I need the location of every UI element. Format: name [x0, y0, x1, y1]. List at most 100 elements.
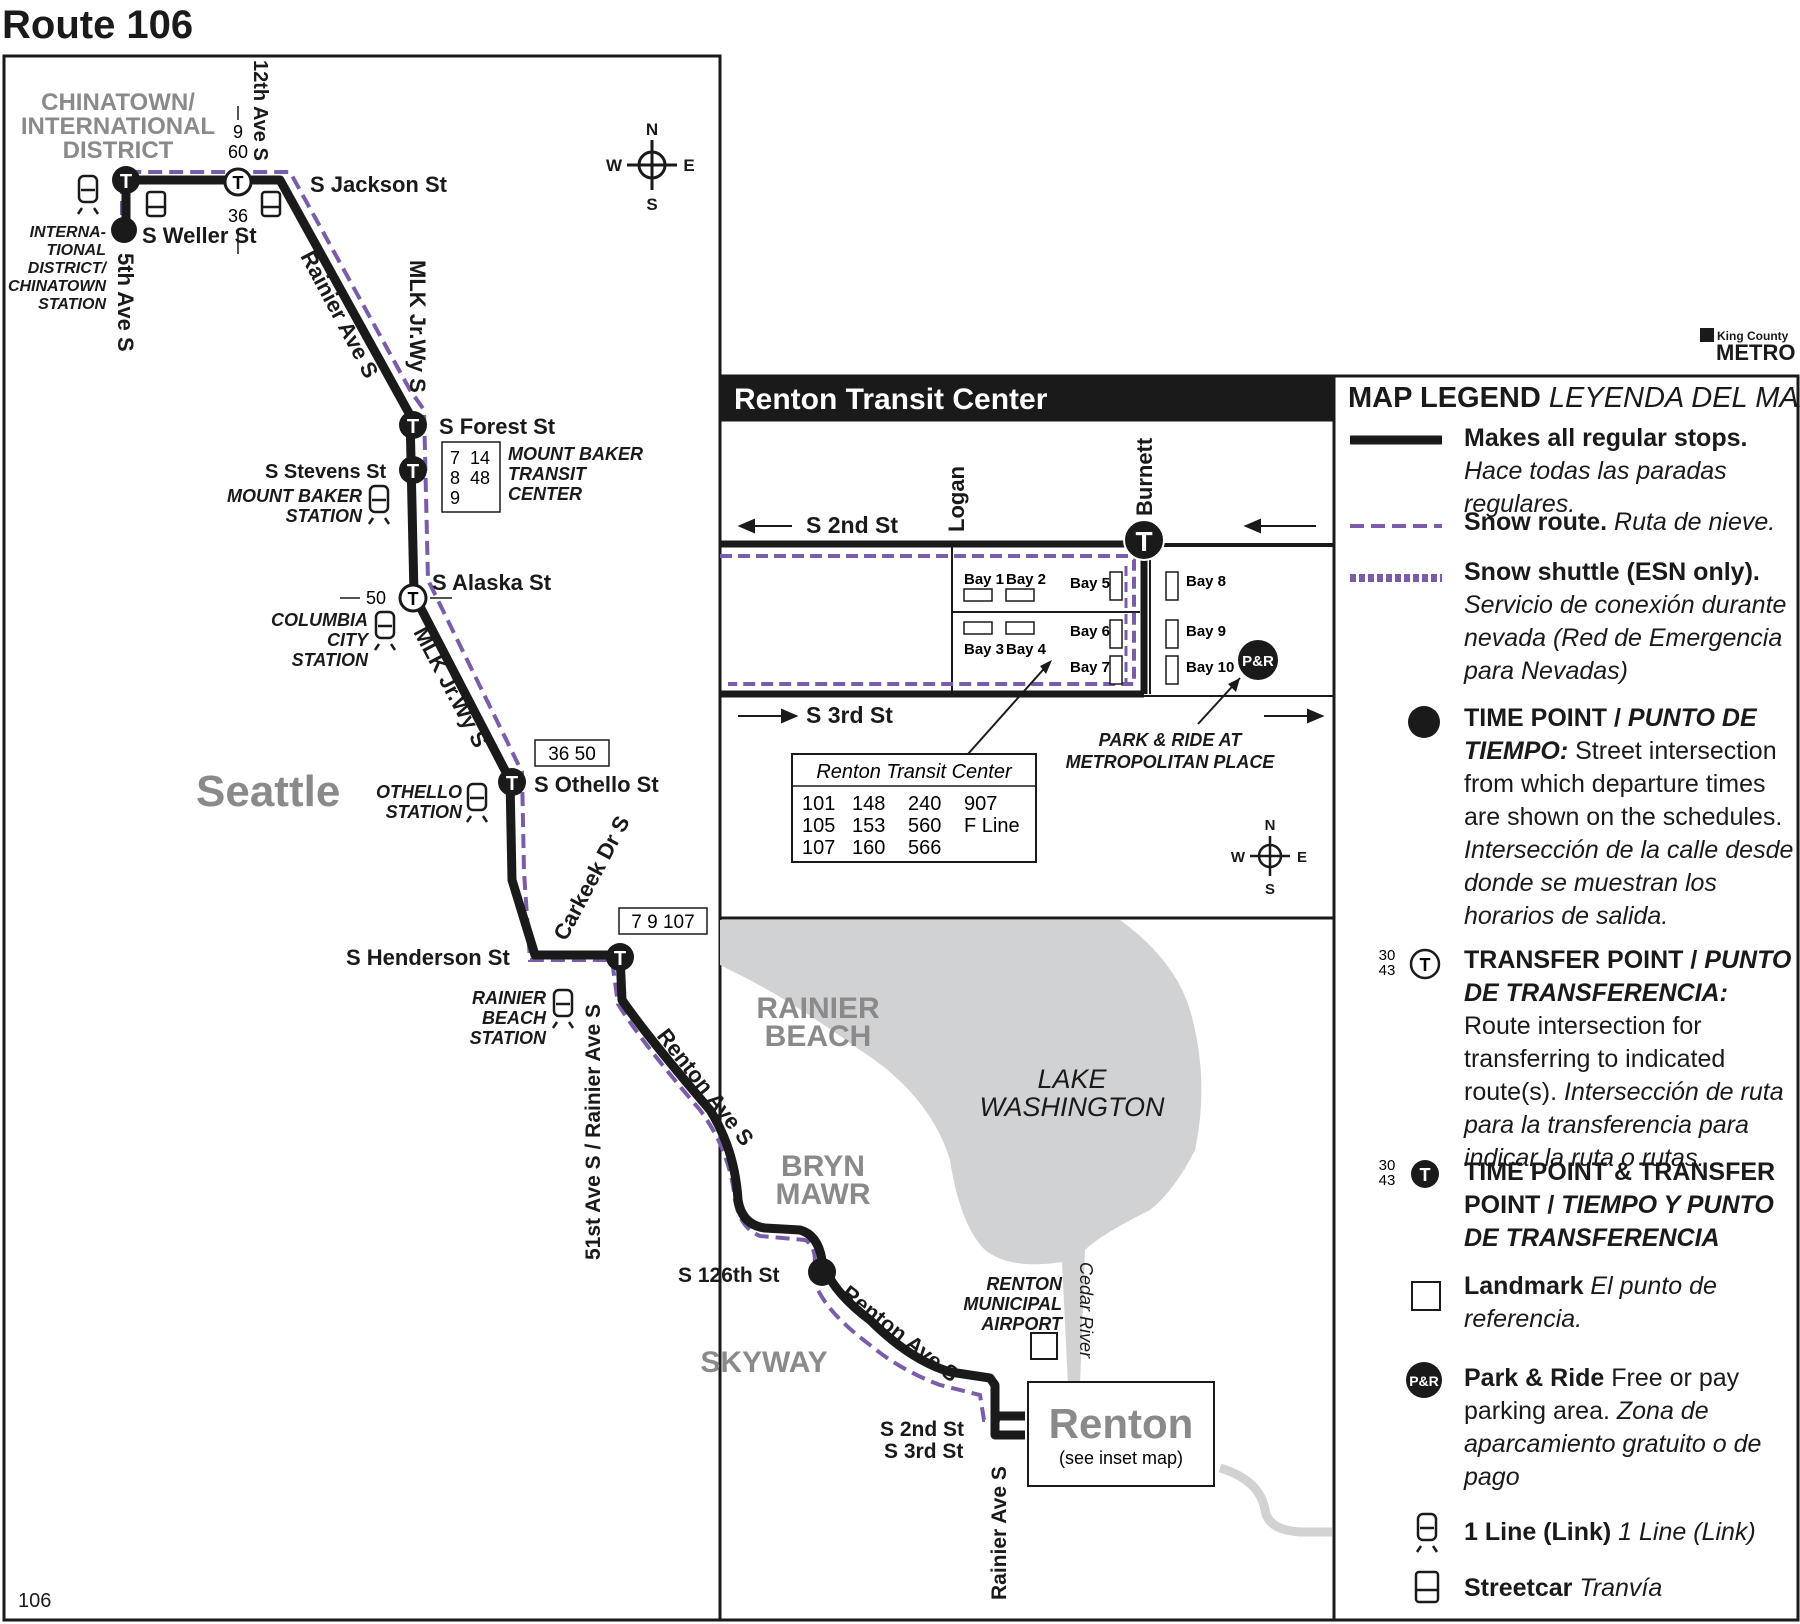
svg-text:101: 101: [802, 793, 835, 815]
inset-transfer-point[interactable]: T: [1123, 519, 1165, 561]
henderson-route-box: 7 9 107: [618, 907, 708, 935]
transfer-alaska: 50: [366, 588, 386, 608]
svg-text:King County: King County: [1717, 329, 1789, 343]
transfer-point-stevens[interactable]: T: [399, 456, 427, 484]
transfer-point-forest[interactable]: T: [399, 411, 427, 439]
legend-streetcar-icon: [1414, 1570, 1440, 1604]
renton-airport-label: RENTON MUNICIPAL AIRPORT: [963, 1274, 1064, 1334]
area-skyway: SKYWAY: [700, 1346, 827, 1379]
transfer-point-12th-jackson[interactable]: T: [223, 167, 253, 197]
page-title: Route 106: [2, 3, 193, 47]
bay-3: Bay 3: [964, 641, 1004, 658]
svg-text:N: N: [646, 120, 658, 139]
station-idc: INTERNA- TIONAL DISTRICT/ CHINATOWN STAT…: [8, 224, 108, 313]
mbtc-route-box: 7 14 8 48 9: [441, 441, 501, 513]
legend-time-transfer-icon: [1411, 1160, 1439, 1188]
transfer-12th-up-2: 60: [228, 142, 248, 162]
inset-arrows: [737, 518, 1325, 724]
street-jackson: S Jackson St: [310, 172, 448, 197]
compass-main: N S E W: [606, 120, 695, 214]
time-point-126th[interactable]: [808, 1258, 836, 1286]
svg-text:43: 43: [1379, 1172, 1396, 1189]
station-mount-baker: MOUNT BAKER STATION: [227, 486, 363, 526]
svg-text:9: 9: [450, 488, 460, 508]
area-bryn-mawr-1: BRYN: [781, 1150, 865, 1183]
street-renton-ave-north: Renton Ave S: [652, 1024, 759, 1151]
svg-text:160: 160: [852, 837, 885, 859]
time-point-5th-weller[interactable]: [111, 217, 137, 243]
svg-text:CITY: CITY: [327, 630, 370, 650]
svg-text:P&R: P&R: [1409, 1373, 1439, 1389]
svg-text:36 50: 36 50: [548, 744, 596, 765]
street-renton-ave-south: Renton Ave S: [837, 1280, 964, 1387]
svg-text:AIRPORT: AIRPORT: [980, 1314, 1064, 1334]
svg-text:T: T: [120, 171, 132, 193]
svg-text:RAINIER: RAINIER: [472, 988, 546, 1008]
svg-text:STATION: STATION: [38, 296, 106, 313]
svg-text:CHINATOWN: CHINATOWN: [8, 278, 107, 295]
transfer-point-othello[interactable]: T: [498, 768, 526, 796]
svg-text:OTHELLO: OTHELLO: [376, 782, 462, 802]
transfer-point-5th-jackson[interactable]: T: [112, 166, 140, 194]
king-county-metro-logo: King County METRO: [1700, 328, 1795, 365]
svg-text:43: 43: [1379, 962, 1396, 979]
svg-text:7: 7: [450, 448, 460, 468]
lake-washington: [720, 920, 1202, 1385]
svg-text:P&R: P&R: [1242, 653, 1274, 670]
area-chinatown-2: INTERNATIONAL: [21, 113, 215, 140]
svg-text:TRANSIT: TRANSIT: [508, 464, 588, 484]
svg-text:Renton Transit Center: Renton Transit Center: [816, 761, 1013, 783]
street-othello: S Othello St: [534, 772, 659, 797]
svg-text:F Line: F Line: [964, 815, 1020, 837]
street-12th-ave: 12th Ave S: [249, 60, 271, 161]
bay-boxes: [963, 571, 1179, 685]
station-columbia-city: COLUMBIA CITY STATION: [271, 610, 370, 670]
svg-text:T: T: [1135, 526, 1152, 557]
svg-text:MUNICIPAL: MUNICIPAL: [963, 1294, 1062, 1314]
svg-text:STATION: STATION: [386, 802, 463, 822]
area-lake-1: LAKE: [1037, 1064, 1107, 1094]
svg-text:TIONAL: TIONAL: [46, 242, 106, 259]
transfer-12th-down: 36: [228, 206, 248, 226]
transfer-point-alaska[interactable]: T: [398, 583, 428, 613]
svg-text:W: W: [606, 156, 623, 175]
legend-title: MAP LEGEND LEYENDA DEL MAPA: [1348, 382, 1800, 414]
area-rainier-beach-2: BEACH: [765, 1020, 872, 1053]
svg-text:COLUMBIA: COLUMBIA: [271, 610, 368, 630]
othello-route-box: 36 50: [534, 739, 610, 767]
inset-burnett-label: Burnett: [1132, 437, 1157, 516]
street-stevens: S Stevens St: [265, 461, 387, 483]
svg-text:(see inset map): (see inset map): [1059, 1448, 1183, 1468]
bay-2: Bay 2: [1006, 571, 1046, 588]
svg-text:E: E: [1297, 849, 1307, 866]
svg-text:Renton: Renton: [1049, 1400, 1194, 1447]
svg-text:DISTRICT/: DISTRICT/: [28, 260, 108, 277]
street-51st-ave: 51st Ave S / Rainier Ave S: [582, 1004, 605, 1260]
street-mlk-north: MLK Jr.Wy S: [405, 260, 430, 393]
svg-text:T: T: [233, 173, 244, 193]
station-rainier-beach: RAINIER BEACH STATION: [470, 988, 547, 1048]
street-alaska: S Alaska St: [432, 570, 552, 595]
svg-text:T: T: [408, 589, 419, 609]
svg-text:T: T: [614, 948, 626, 970]
svg-text:8: 8: [450, 468, 460, 488]
svg-text:30: 30: [1379, 1157, 1396, 1174]
inset-logan-label: Logan: [944, 466, 969, 532]
area-chinatown-1: CHINATOWN/: [41, 89, 195, 116]
bay-6: Bay 6: [1070, 623, 1110, 640]
inset-s2nd-label: S 2nd St: [806, 512, 898, 538]
svg-text:7 9 107: 7 9 107: [631, 912, 694, 933]
transfer-point-henderson[interactable]: T: [606, 943, 634, 971]
svg-text:153: 153: [852, 815, 885, 837]
svg-text:METRO: METRO: [1716, 340, 1795, 365]
snow-route: [126, 170, 1000, 1422]
svg-text:S: S: [646, 195, 657, 214]
svg-text:907: 907: [964, 793, 997, 815]
svg-text:107: 107: [802, 837, 835, 859]
inset-park-and-ride-icon[interactable]: P&R: [1238, 640, 1278, 680]
transfer-12th-up-1: 9: [233, 122, 243, 142]
renton-box[interactable]: Renton (see inset map): [1027, 1381, 1215, 1487]
light-rail-icon: [76, 174, 575, 1029]
area-bryn-mawr-2: MAWR: [776, 1178, 871, 1211]
